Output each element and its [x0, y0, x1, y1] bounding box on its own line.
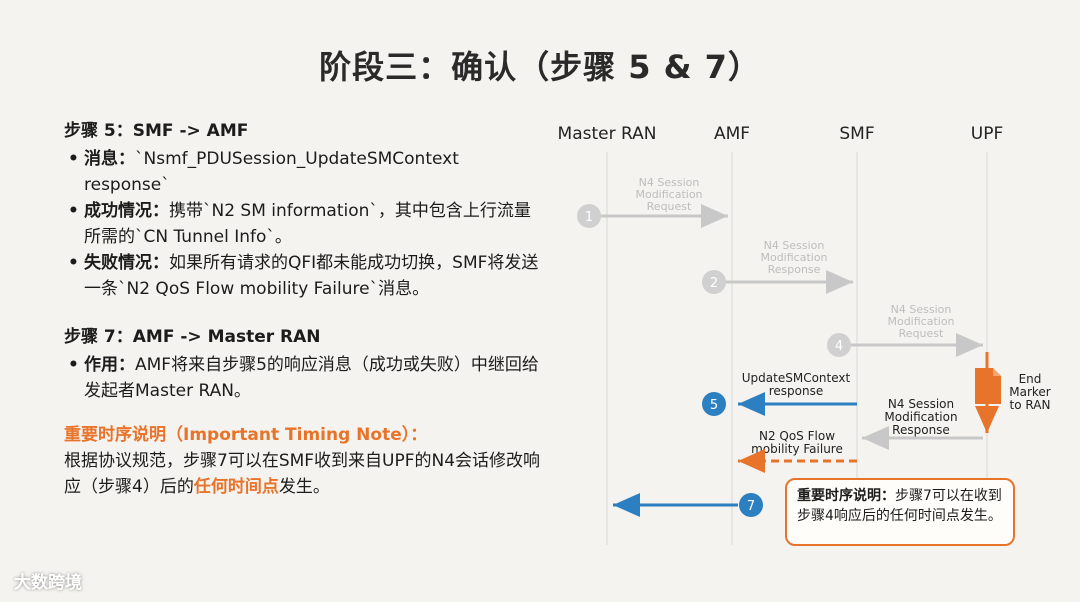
svg-text:1: 1	[585, 210, 593, 225]
message-7: 7	[613, 493, 763, 517]
step5-list: 消息：`Nsmf_PDUSession_UpdateSMContext resp…	[64, 146, 544, 302]
timing-callout: 重要时序说明：步骤7可以在收到步骤4响应后的任何时间点发生。	[785, 478, 1015, 546]
page-title: 阶段三：确认（步骤 5 & 7）	[319, 48, 761, 86]
lane-master-ran: Master RAN	[557, 124, 657, 144]
timing-note-highlight: 任何时间点	[193, 477, 279, 497]
timing-note-heading: 重要时序说明（Important Timing Note）：	[64, 425, 428, 445]
step7-item-role: 作用：AMF将来自步骤5的响应消息（成功或失败）中继回给发起者Master RA…	[64, 352, 544, 404]
svg-text:7: 7	[747, 499, 755, 514]
lane-amf: AMF	[713, 124, 751, 144]
step7-heading: 步骤 7：AMF -> Master RAN	[64, 327, 321, 347]
svg-text:4: 4	[835, 339, 843, 354]
document-icon	[975, 368, 1001, 404]
footer-logo: 大数跨境	[14, 573, 82, 593]
step5-heading: 步骤 5：SMF -> AMF	[64, 121, 249, 141]
step5-item-message: 消息：`Nsmf_PDUSession_UpdateSMContext resp…	[64, 146, 544, 198]
svg-text:2: 2	[710, 276, 718, 291]
step7-list: 作用：AMF将来自步骤5的响应消息（成功或失败）中继回给发起者Master RA…	[64, 352, 544, 404]
step5-item-failure: 失败情况：如果所有请求的QFI都未能成功切换，SMF将发送一条`N2 QoS F…	[64, 250, 544, 302]
timing-note-body: 根据协议规范，步骤7可以在SMF收到来自UPF的N4会话修改响应（步骤4）后的任…	[64, 451, 541, 497]
lane-smf: SMF	[839, 124, 875, 144]
explanation-panel: 步骤 5：SMF -> AMF 消息：`Nsmf_PDUSession_Upda…	[64, 118, 544, 500]
lane-upf: UPF	[970, 124, 1004, 144]
step5-item-success: 成功情况：携带`N2 SM information`，其中包含上行流量所需的`C…	[64, 198, 544, 250]
svg-text:5: 5	[710, 398, 718, 413]
